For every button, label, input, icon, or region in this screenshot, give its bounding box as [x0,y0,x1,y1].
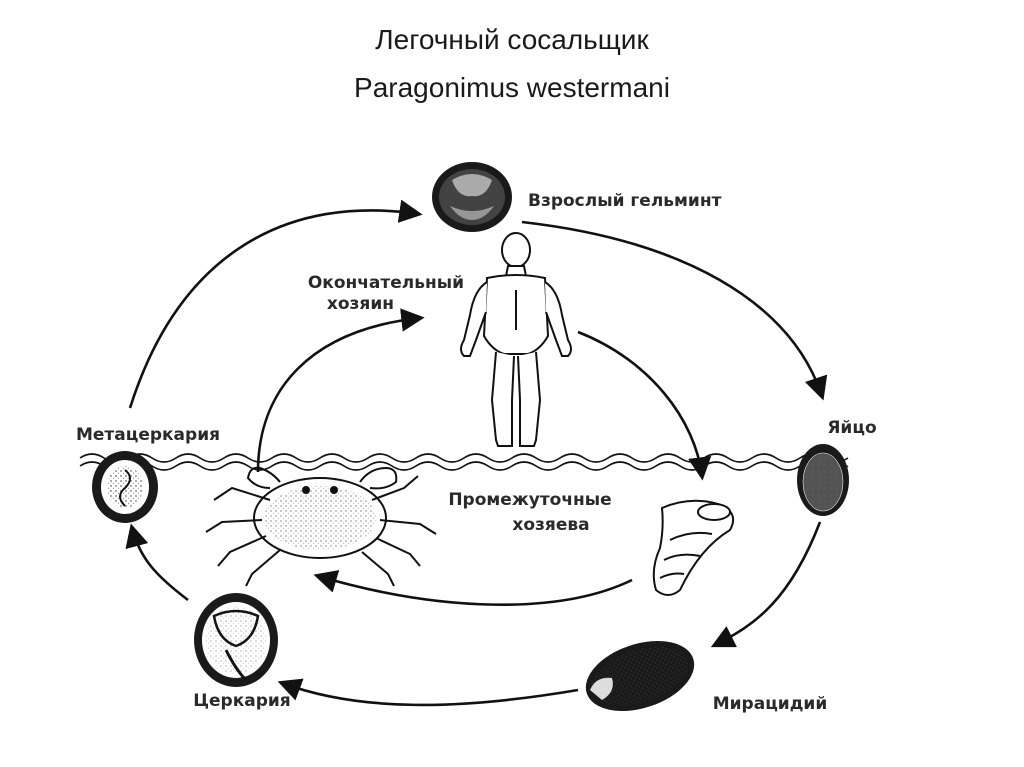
label-adult: Взрослый гельминт [528,191,722,211]
metacercaria-icon [92,451,158,523]
slide-title: Легочный сосальщик [375,24,649,55]
arrow-miracidium-to-cercaria [277,678,579,707]
arrow-crab-to-human [256,308,425,473]
label-metacercaria: Метацеркария [76,425,220,445]
water-surface [79,453,849,471]
label-definitive-host-2: хозяин [327,294,394,314]
snail-icon [652,499,734,596]
arrow-snail-to-crab [313,570,633,606]
label-definitive-host-1: Окончательный [308,273,464,293]
label-miracidium: Мирацидий [713,694,828,714]
inner-cycle-arrows [256,308,712,606]
miracidium-icon [585,640,695,712]
label-cercaria: Церкария [193,691,290,711]
arrow-adult-to-egg [521,220,828,401]
label-intermediate-hosts-1: Промежуточные [448,490,611,510]
human-icon [460,232,572,447]
arrow-metacercaria-to-adult [128,199,423,409]
arrow-cercaria-to-metacercaria [125,523,189,602]
arrow-human-to-snail [577,330,712,481]
adult-worm-icon [432,162,512,232]
egg-icon [797,444,849,516]
label-egg: Яйцо [827,418,876,438]
cercaria-icon [194,593,278,687]
label-intermediate-hosts-2: хозяева [512,515,589,535]
slide-subtitle: Paragonimus westermani [354,72,670,103]
crab-icon [205,466,437,587]
arrow-egg-to-miracidium [710,521,822,648]
outer-cycle-arrows [125,199,828,707]
